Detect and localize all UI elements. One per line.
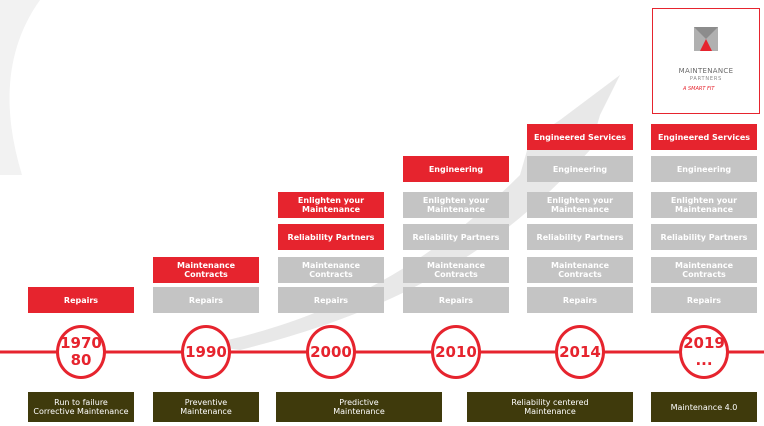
service-box: Engineering bbox=[527, 156, 633, 182]
era-label: Maintenance 4.0 bbox=[651, 392, 757, 422]
service-box: Engineered Services bbox=[527, 124, 633, 150]
year-marker: 2014 bbox=[555, 325, 605, 379]
service-box: Enlighten your Maintenance bbox=[651, 192, 757, 218]
service-box: Enlighten your Maintenance bbox=[278, 192, 384, 218]
service-box: Enlighten your Maintenance bbox=[403, 192, 509, 218]
era-label: Run to failure Corrective Maintenance bbox=[28, 392, 134, 422]
logo-tagline: A SMART FIT bbox=[683, 86, 715, 92]
service-box: Maintenance Contracts bbox=[651, 257, 757, 283]
service-box: Repairs bbox=[28, 287, 134, 313]
background-arc bbox=[0, 0, 40, 175]
service-box: Engineered Services bbox=[651, 124, 757, 150]
service-box: Repairs bbox=[153, 287, 259, 313]
service-box: Reliability Partners bbox=[278, 224, 384, 250]
era-label: Reliability centered Maintenance bbox=[467, 392, 633, 422]
service-box: Engineering bbox=[403, 156, 509, 182]
year-marker: 1990 bbox=[181, 325, 231, 379]
service-box: Reliability Partners bbox=[403, 224, 509, 250]
year-marker: 2019 ... bbox=[679, 325, 729, 379]
company-logo: MAINTENANCE PARTNERS A SMART FIT bbox=[652, 8, 760, 114]
logo-emblem-icon bbox=[694, 27, 718, 51]
service-box: Enlighten your Maintenance bbox=[527, 192, 633, 218]
service-box: Repairs bbox=[403, 287, 509, 313]
era-label: Preventive Maintenance bbox=[153, 392, 259, 422]
service-box: Engineering bbox=[651, 156, 757, 182]
logo-subtitle: PARTNERS bbox=[689, 76, 723, 82]
service-box: Reliability Partners bbox=[527, 224, 633, 250]
service-box: Maintenance Contracts bbox=[403, 257, 509, 283]
service-box: Repairs bbox=[527, 287, 633, 313]
service-box: Maintenance Contracts bbox=[527, 257, 633, 283]
era-label: Predictive Maintenance bbox=[276, 392, 442, 422]
service-box: Repairs bbox=[651, 287, 757, 313]
service-box: Reliability Partners bbox=[651, 224, 757, 250]
service-box: Repairs bbox=[278, 287, 384, 313]
service-box: Maintenance Contracts bbox=[153, 257, 259, 283]
year-marker: 2000 bbox=[306, 325, 356, 379]
year-marker: 1970 80 bbox=[56, 325, 106, 379]
logo-name: MAINTENANCE bbox=[678, 67, 734, 75]
year-marker: 2010 bbox=[431, 325, 481, 379]
service-box: Maintenance Contracts bbox=[278, 257, 384, 283]
